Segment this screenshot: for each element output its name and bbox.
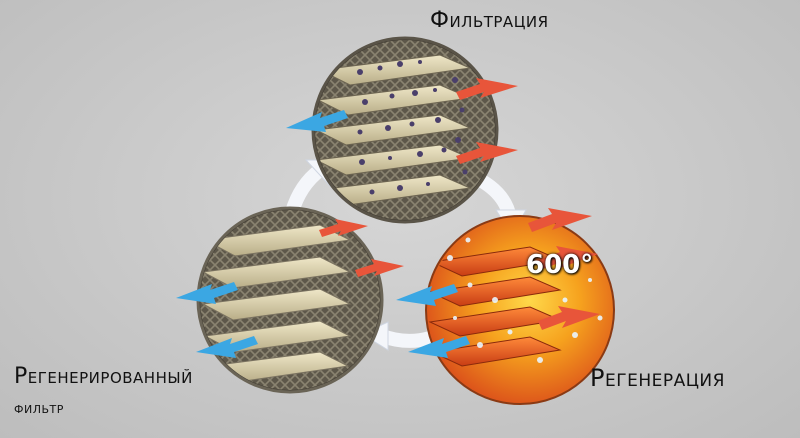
label-regenerated-line1: Регенерированный (14, 364, 193, 389)
filter-disc-clean (196, 206, 384, 394)
inflow-arrow (536, 246, 598, 270)
inflow-arrow (456, 78, 518, 100)
dirt-particles (357, 60, 468, 195)
filter-disc-hot (425, 215, 615, 405)
cycle-arrow-to-filtration (285, 163, 327, 219)
inflow-arrow (528, 208, 592, 232)
outflow-arrow (196, 336, 258, 358)
temperature-badge: 600° (526, 250, 594, 280)
label-regenerated-line2: фильтр (14, 398, 64, 417)
inflow-arrow (456, 142, 518, 164)
inflow-arrow (319, 219, 368, 237)
outflow-arrow (408, 336, 470, 358)
outflow-arrow (396, 284, 458, 306)
outflow-arrow (176, 282, 238, 304)
label-filtration: Фильтрация (430, 8, 549, 33)
label-regeneration: Регенерация (590, 364, 725, 392)
inflow-arrow (538, 306, 600, 330)
outflow-arrows (176, 110, 470, 358)
filter-disc-dirty (311, 36, 499, 224)
inflow-arrows (319, 78, 600, 330)
outflow-arrow (286, 110, 348, 132)
burnt-particles (447, 237, 603, 363)
inflow-arrow (355, 259, 404, 277)
